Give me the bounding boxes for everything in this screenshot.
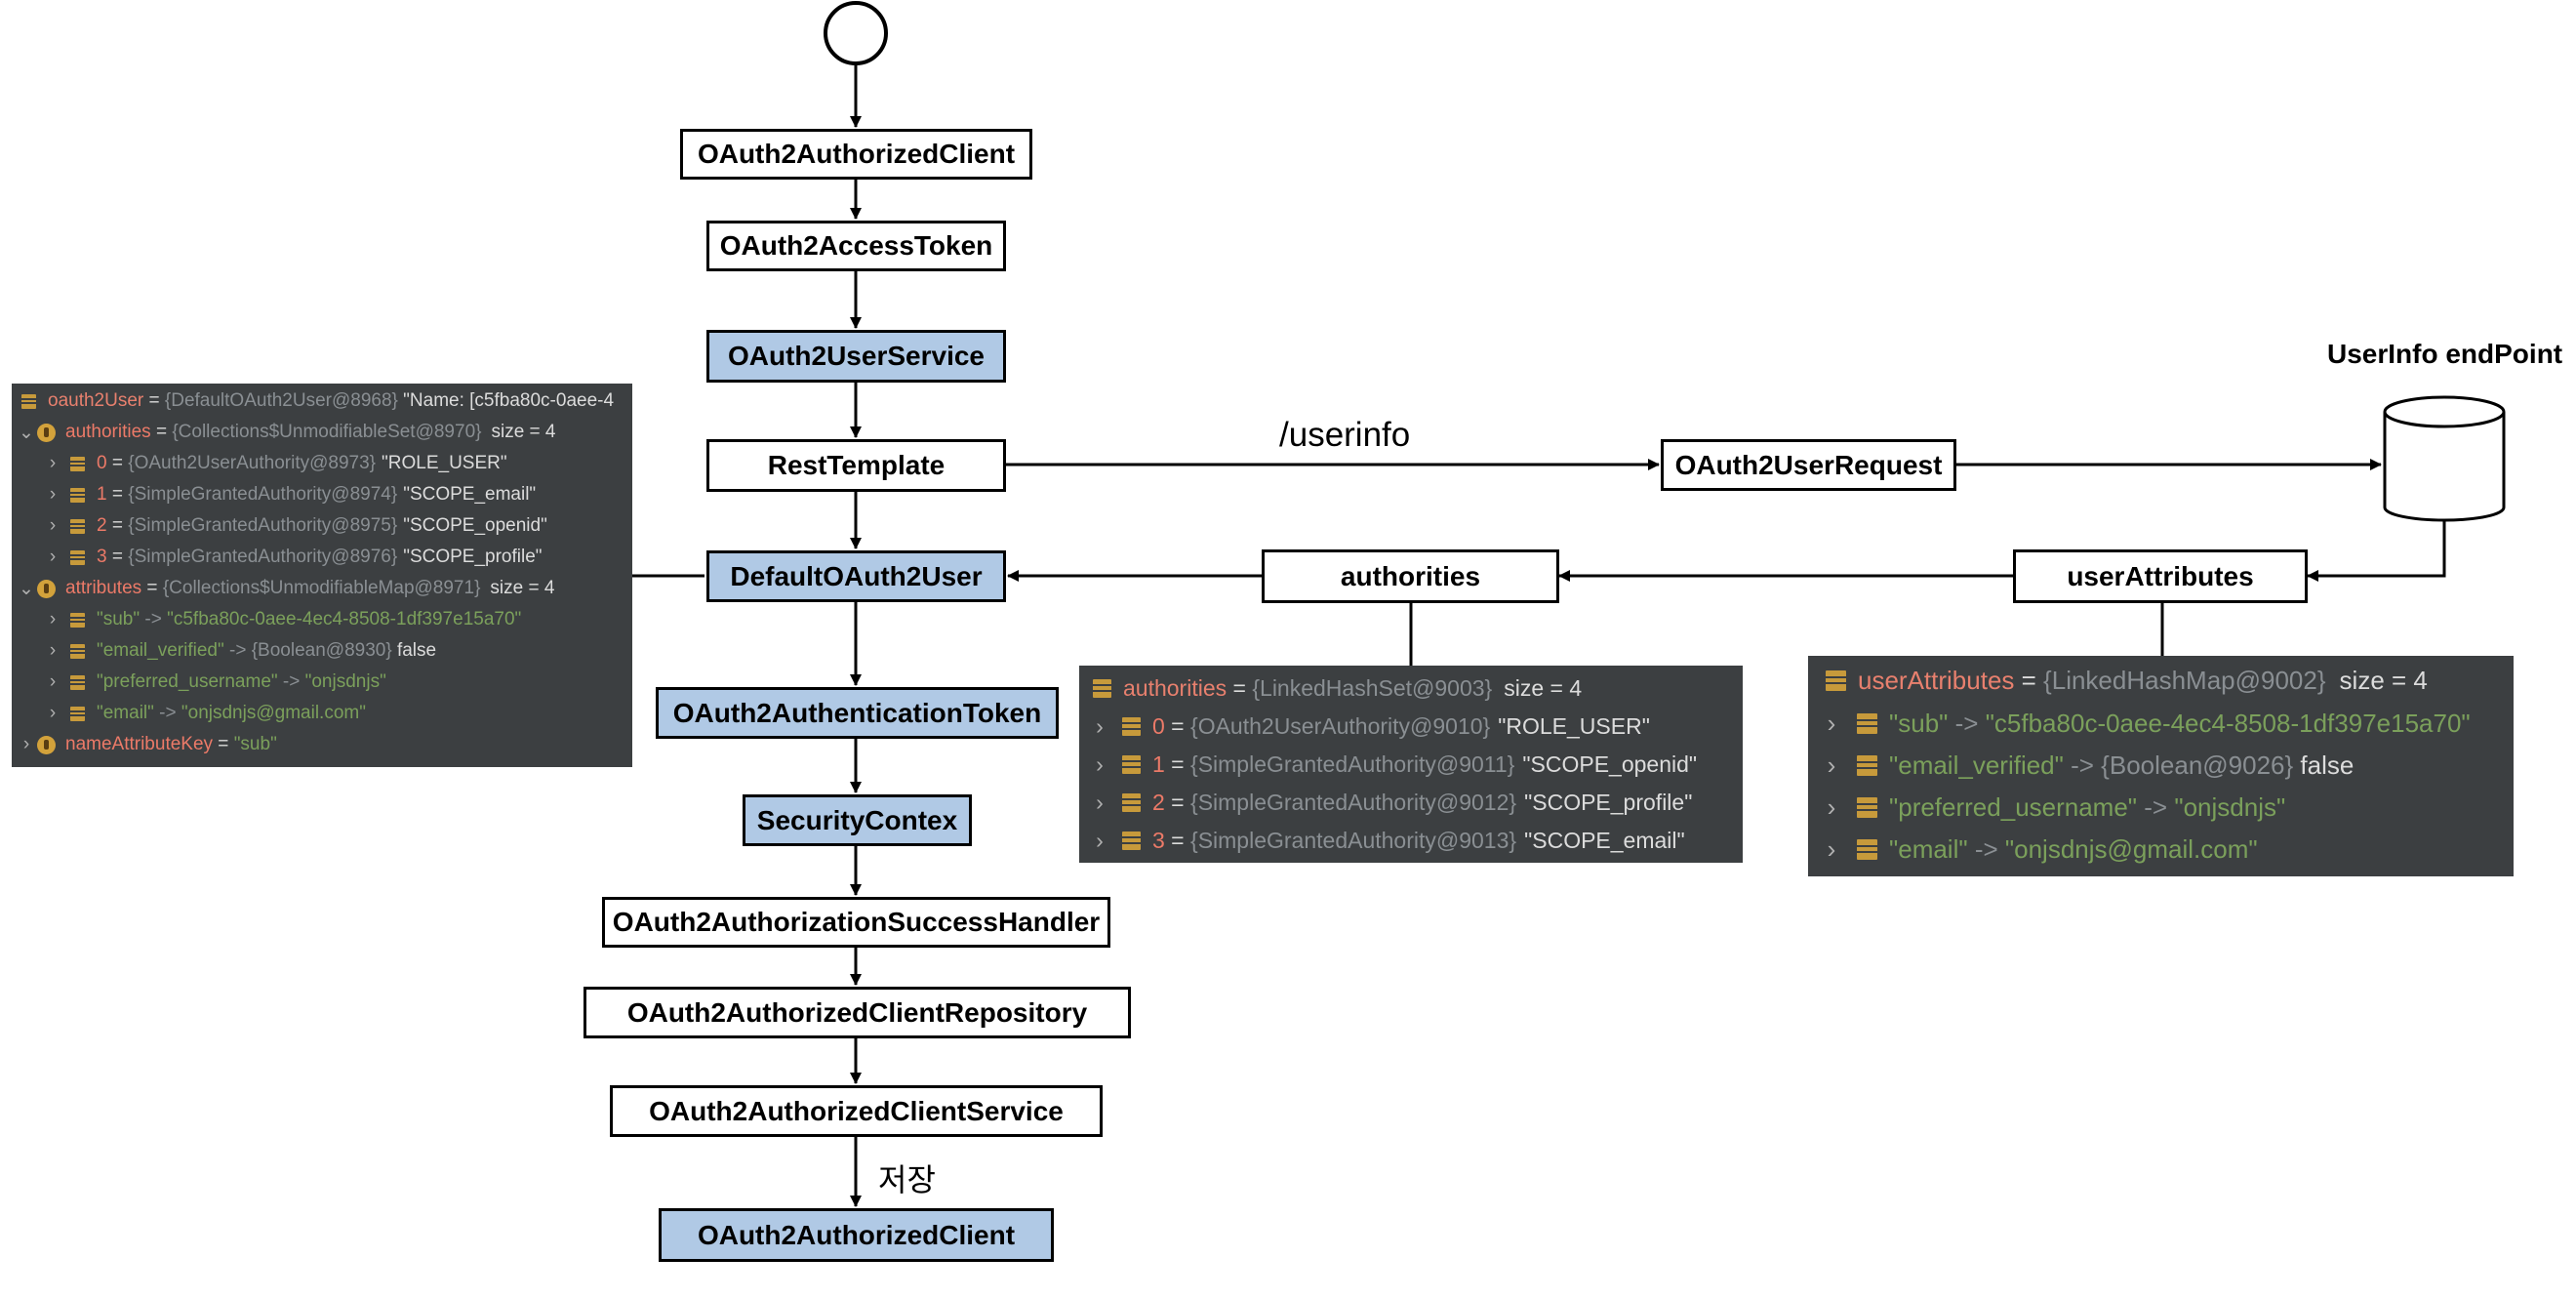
field-icon (70, 706, 85, 721)
field-icon (1857, 754, 1877, 776)
tree-row-authority-item[interactable]: › 3 = {SimpleGrantedAuthority@9013} "SCO… (1079, 824, 1685, 857)
tree-row-root: userAttributes = {LinkedHashMap@9002} si… (1808, 662, 2428, 699)
default-oauth2-user-node: DefaultOAuth2User (706, 550, 1006, 602)
success-handler-node: OAuth2AuthorizationSuccessHandler (602, 897, 1110, 948)
save-edge-label: 저장 (878, 1161, 936, 1198)
tree-row-authority-item[interactable]: › 0 = {OAuth2UserAuthority@9010} "ROLE_U… (1079, 710, 1650, 743)
chevron-right-icon[interactable]: › (49, 640, 57, 661)
tree-row-attribute-item[interactable]: › "preferred_username" -> "onjsdnjs" (12, 668, 386, 697)
chevron-right-icon[interactable]: › (49, 609, 57, 629)
authorities-debug-panel: authorities = {LinkedHashSet@9003} size … (1079, 666, 1743, 863)
chevron-right-icon[interactable]: › (1096, 827, 1104, 853)
field-icon (1857, 796, 1877, 818)
authorized-client-node: OAuth2AuthorizedClient (680, 129, 1032, 180)
field-icon (1122, 831, 1141, 850)
access-token-node: OAuth2AccessToken (706, 221, 1006, 271)
user-attributes-debug-panel: userAttributes = {LinkedHashMap@9002} si… (1808, 656, 2514, 876)
chevron-right-icon[interactable]: › (49, 703, 57, 723)
field-icon (70, 549, 85, 565)
tree-row-authority-item[interactable]: › 1 = {SimpleGrantedAuthority@9011} "SCO… (1079, 748, 1697, 781)
client-repository-node: OAuth2AuthorizedClientRepository (584, 987, 1131, 1038)
security-context-node: SecurityContex (743, 794, 972, 846)
tree-row-name-attribute-key[interactable]: › nameAttributeKey = "sub" (12, 730, 277, 759)
field-icon (1122, 716, 1141, 736)
tree-row-authority-item[interactable]: › 3 = {SimpleGrantedAuthority@8976} "SCO… (12, 543, 543, 572)
field-icon (1857, 712, 1877, 734)
field-icon (70, 487, 85, 503)
chevron-down-icon[interactable]: ⌄ (19, 578, 34, 599)
authorities-node: authorities (1262, 549, 1559, 603)
field-icon (70, 643, 85, 659)
field-icon (1122, 754, 1141, 774)
chevron-right-icon[interactable]: › (49, 671, 57, 692)
user-request-node: OAuth2UserRequest (1661, 439, 1956, 491)
tree-row-authorities[interactable]: ⌄ authorities = {Collections$Unmodifiabl… (12, 418, 555, 447)
tree-row-authority-item[interactable]: › 2 = {SimpleGrantedAuthority@8975} "SCO… (12, 511, 547, 541)
user-attributes-node: userAttributes (2013, 549, 2308, 603)
field-icon (1857, 838, 1877, 860)
tree-row-attribute-item[interactable]: › "email_verified" -> {Boolean@8930} fal… (12, 636, 436, 666)
chevron-right-icon[interactable]: › (1827, 791, 1836, 822)
protected-field-icon (37, 735, 56, 754)
tree-row-attribute-item[interactable]: › "preferred_username" -> "onjsdnjs" (1808, 788, 2286, 827)
database-icon (2383, 395, 2506, 522)
protected-field-icon (37, 423, 56, 442)
user-service-node: OAuth2UserService (706, 330, 1006, 383)
field-icon (70, 674, 85, 690)
chevron-right-icon[interactable]: › (1827, 833, 1836, 864)
field-icon (1122, 792, 1141, 812)
start-node (824, 1, 888, 65)
userinfo-edge-label: /userinfo (1279, 416, 1411, 454)
chevron-right-icon[interactable]: › (1096, 750, 1104, 777)
oauth2user-debug-panel: oauth2User = {DefaultOAuth2User@8968} "N… (12, 384, 632, 767)
chevron-right-icon[interactable]: › (49, 453, 57, 473)
tree-row-root: authorities = {LinkedHashSet@9003} size … (1079, 671, 1582, 705)
rest-template-node: RestTemplate (706, 439, 1006, 492)
field-icon (70, 456, 85, 471)
protected-field-icon (37, 579, 56, 598)
chevron-right-icon[interactable]: › (22, 734, 30, 754)
tree-row-attributes[interactable]: ⌄ attributes = {Collections$Unmodifiable… (12, 574, 554, 603)
chevron-right-icon[interactable]: › (49, 484, 57, 505)
chevron-right-icon[interactable]: › (49, 547, 57, 567)
userinfo-endpoint-label: UserInfo endPoint (2327, 339, 2563, 369)
tree-row-authority-item[interactable]: › 1 = {SimpleGrantedAuthority@8974} "SCO… (12, 480, 536, 509)
field-icon (1826, 669, 1846, 691)
authorized-client-stored-node: OAuth2AuthorizedClient (659, 1208, 1054, 1262)
chevron-right-icon[interactable]: › (1096, 789, 1104, 815)
chevron-down-icon[interactable]: ⌄ (19, 422, 34, 443)
tree-row-authority-item[interactable]: › 2 = {SimpleGrantedAuthority@9012} "SCO… (1079, 786, 1692, 819)
client-service-node: OAuth2AuthorizedClientService (610, 1085, 1103, 1137)
tree-row-attribute-item[interactable]: › "sub" -> "c5fba80c-0aee-4ec4-8508-1df3… (1808, 704, 2471, 743)
tree-row-attribute-item[interactable]: › "sub" -> "c5fba80c-0aee-4ec4-8508-1df3… (12, 605, 521, 634)
field-icon (70, 518, 85, 534)
tree-row-root: oauth2User = {DefaultOAuth2User@8968} "N… (12, 386, 614, 416)
tree-row-attribute-item[interactable]: › "email" -> "onjsdnjs@gmail.com" (1808, 830, 2258, 869)
tree-row-attribute-item[interactable]: › "email" -> "onjsdnjs@gmail.com" (12, 699, 366, 728)
chevron-right-icon[interactable]: › (1827, 708, 1836, 738)
tree-row-authority-item[interactable]: › 0 = {OAuth2UserAuthority@8973} "ROLE_U… (12, 449, 507, 478)
authentication-token-node: OAuth2AuthenticationToken (656, 687, 1059, 739)
field-icon (70, 612, 85, 628)
chevron-right-icon[interactable]: › (49, 515, 57, 536)
chevron-right-icon[interactable]: › (1827, 750, 1836, 780)
field-icon (1093, 678, 1111, 698)
chevron-right-icon[interactable]: › (1096, 712, 1104, 739)
tree-row-attribute-item[interactable]: › "email_verified" -> {Boolean@9026} fal… (1808, 746, 2355, 785)
field-icon (21, 393, 36, 409)
